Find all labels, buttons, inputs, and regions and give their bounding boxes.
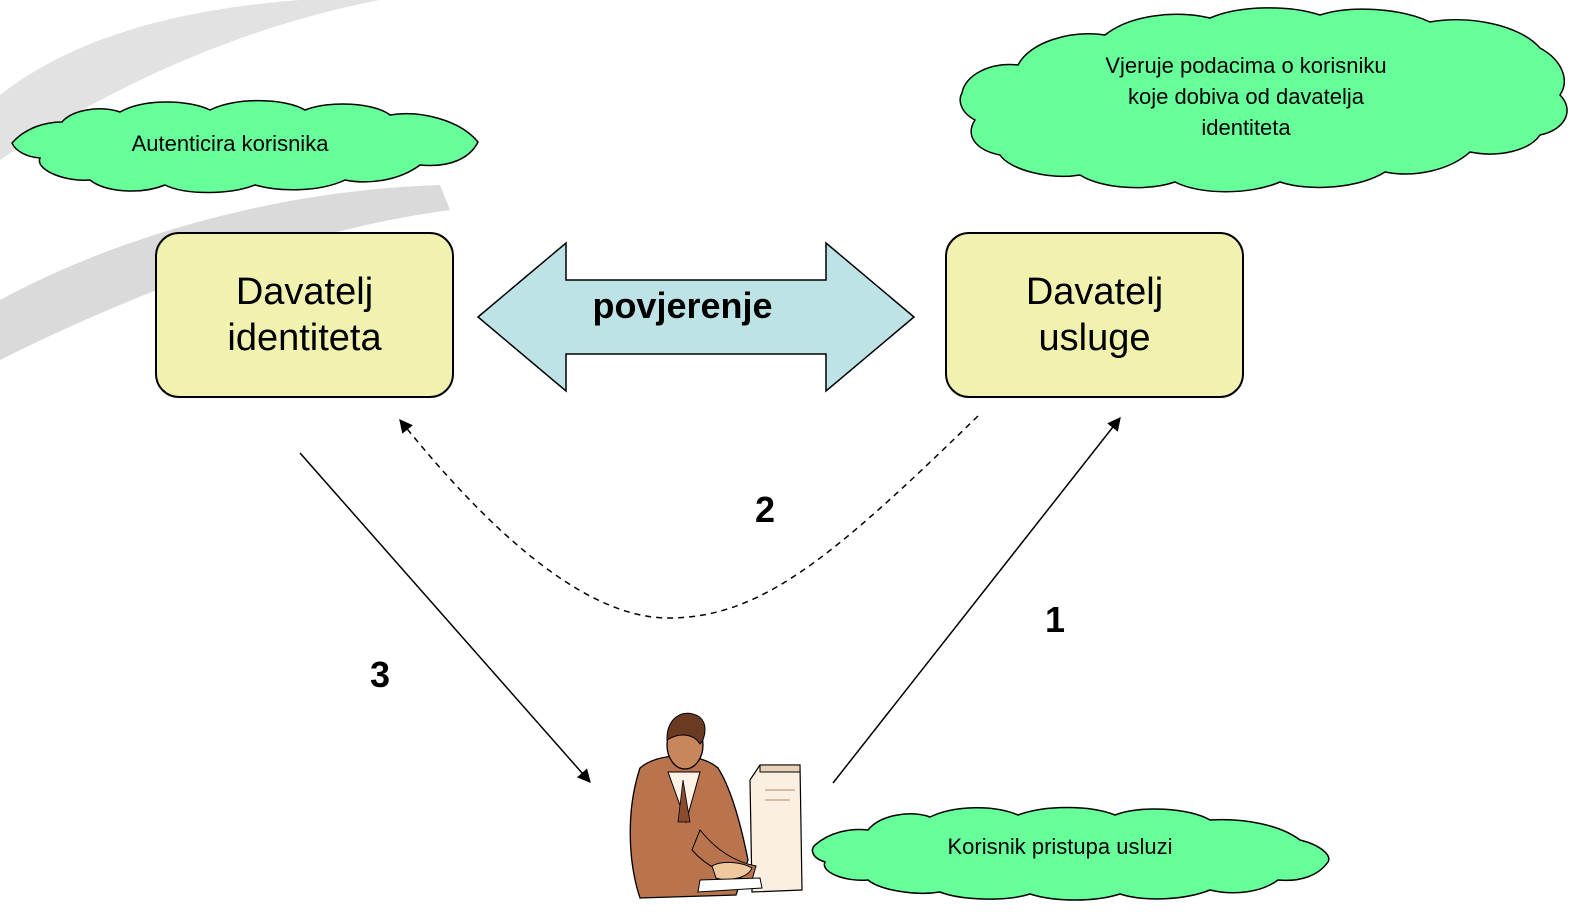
identity-provider-line1: Davatelj [235, 271, 374, 313]
cloud-trusts-line3: identiteta [1201, 114, 1291, 140]
identity-provider-box: Davatelj identiteta [155, 232, 454, 398]
background-swoosh [0, 0, 450, 360]
cloud-trusts-line2: koje dobiva od davatelja [1127, 83, 1365, 109]
cloud-authenticates-text: Autenticira korisnika [60, 120, 400, 166]
step-number-1: 1 [1045, 599, 1066, 640]
cloud-trusts [959, 7, 1568, 193]
service-provider-line1: Davatelj [1025, 271, 1164, 313]
cloud-trusts-text: Vjeruje podacima o korisniku koje dobiva… [1040, 48, 1452, 144]
cloud-user-access-text: Korisnik pristupa usluzi [880, 826, 1240, 866]
arrow-step-1 [832, 416, 1121, 784]
step-number-2: 2 [755, 489, 776, 530]
trust-arrow-label: povjerenje [592, 285, 773, 326]
step-number-3: 3 [370, 654, 391, 695]
service-provider-line2: usluge [1038, 317, 1151, 359]
cloud-trusts-line1: Vjeruje podacima o korisniku [1105, 52, 1387, 78]
person-at-computer-icon [629, 712, 803, 899]
service-provider-box: Davatelj usluge [945, 232, 1244, 398]
cloud-authenticates [11, 99, 479, 194]
cloud-user-access-label: Korisnik pristupa usluzi [947, 833, 1173, 859]
trust-double-arrow [476, 241, 916, 393]
identity-provider-line2: identiteta [227, 317, 382, 359]
arrow-step-3 [299, 452, 591, 784]
cloud-user-access [811, 806, 1330, 901]
cloud-authenticates-label: Autenticira korisnika [131, 130, 329, 156]
arrow-step-2 [399, 415, 979, 619]
